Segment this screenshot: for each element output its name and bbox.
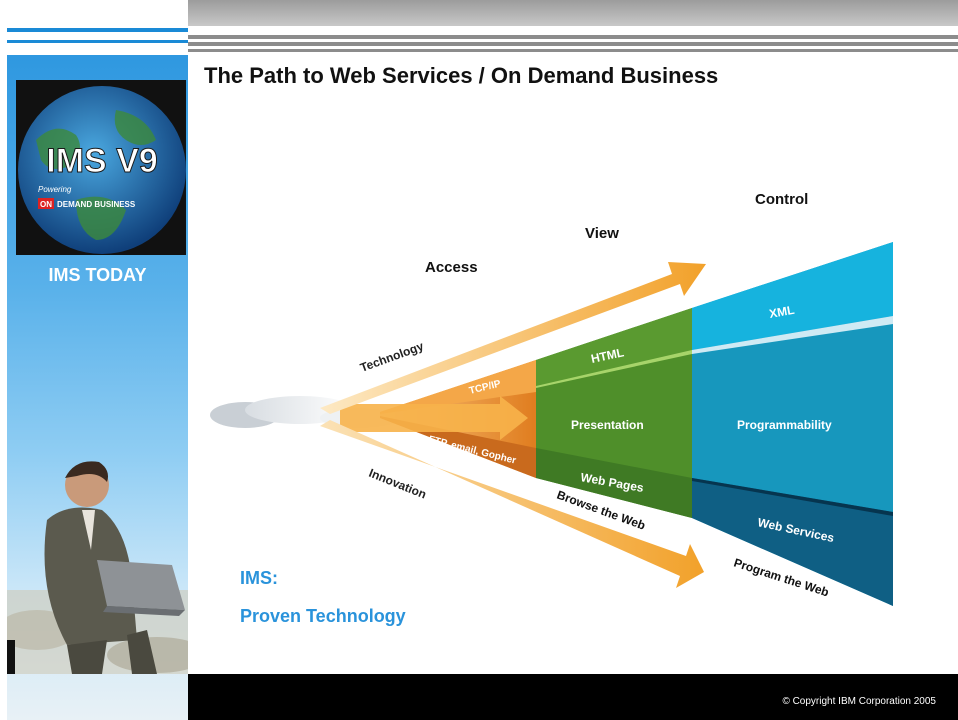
ims-v9-logo: IMS V9 Powering ON DEMAND BUSINESS bbox=[16, 80, 186, 255]
html-label: HTML bbox=[590, 345, 626, 366]
svg-text:ON: ON bbox=[40, 200, 52, 209]
technology-label: Technology bbox=[358, 339, 426, 375]
left-edge bbox=[0, 55, 7, 720]
webservices-band bbox=[692, 478, 893, 606]
svg-text:IMS V9: IMS V9 bbox=[46, 142, 157, 180]
header-gray-bar bbox=[188, 0, 958, 26]
html-divider bbox=[536, 350, 692, 388]
svg-text:DEMAND BUSINESS: DEMAND BUSINESS bbox=[57, 200, 136, 209]
header-stripe bbox=[188, 49, 958, 52]
stage-view: View bbox=[585, 225, 619, 242]
programmability-label: Programmability bbox=[737, 418, 832, 432]
footer-bar: © Copyright IBM Corporation 2005 bbox=[188, 674, 958, 720]
header-stripe bbox=[188, 35, 958, 39]
xml-label: XML bbox=[768, 303, 795, 321]
xml-divider bbox=[692, 316, 893, 354]
ims-subtitle: Proven Technology bbox=[240, 606, 406, 626]
html-band bbox=[536, 308, 692, 386]
innovation-arrow bbox=[320, 420, 704, 588]
ims-label: IMS: bbox=[240, 568, 278, 588]
sidebar-caption: IMS TODAY bbox=[48, 265, 147, 285]
stage-control: Control bbox=[755, 191, 808, 208]
webservices-divider bbox=[692, 478, 893, 516]
tcpip-band bbox=[380, 360, 536, 414]
businessman-with-laptop-illustration bbox=[7, 461, 188, 674]
technology-arrow bbox=[320, 262, 706, 414]
svg-text:Powering: Powering bbox=[38, 185, 72, 194]
webpages-band bbox=[536, 448, 692, 518]
header-stripe-blue bbox=[7, 40, 188, 43]
xml-band bbox=[692, 242, 893, 350]
stage-access: Access bbox=[425, 259, 478, 276]
header-stripe-blue bbox=[7, 28, 188, 32]
innovation-label: Innovation bbox=[367, 466, 428, 502]
header-stripe bbox=[188, 42, 958, 46]
slide-title: The Path to Web Services / On Demand Bus… bbox=[204, 63, 719, 88]
globe-icon: IMS V9 Powering ON DEMAND BUSINESS bbox=[18, 86, 186, 254]
presentation-label: Presentation bbox=[571, 418, 644, 432]
center-arrow bbox=[340, 396, 528, 440]
copyright-text: © Copyright IBM Corporation 2005 bbox=[782, 696, 936, 707]
